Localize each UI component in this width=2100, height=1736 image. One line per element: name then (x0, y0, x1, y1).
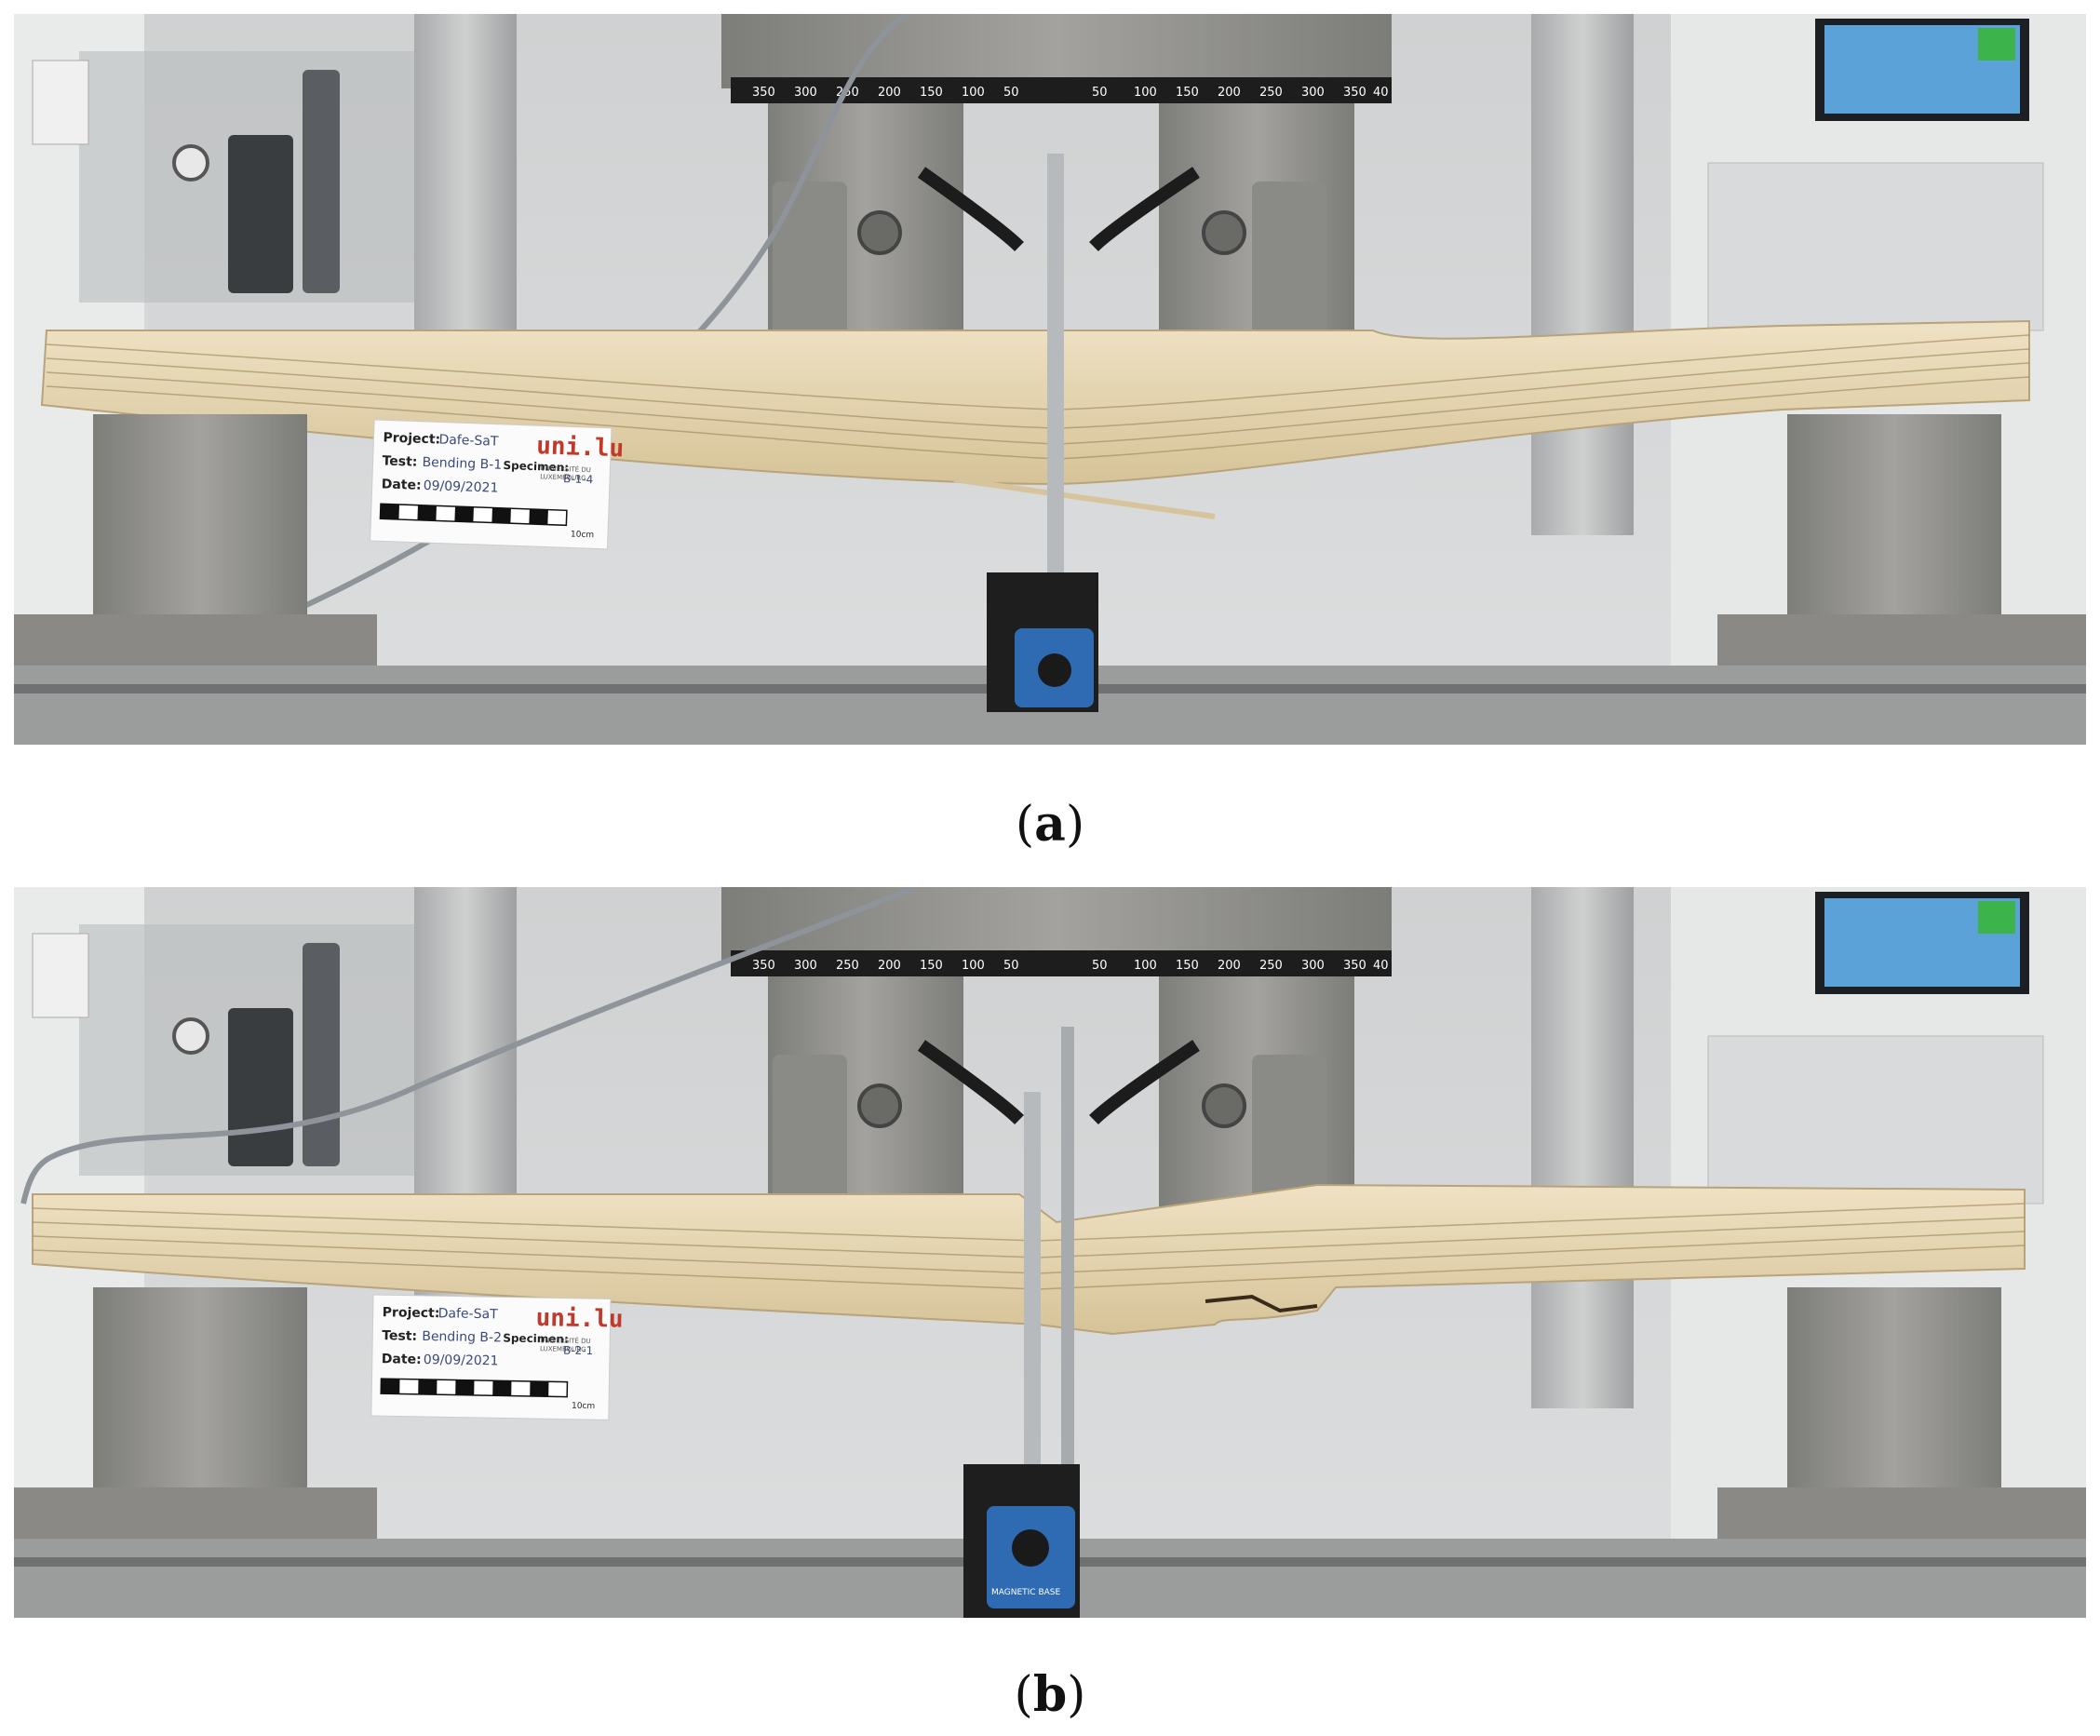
sensor-cable (20, 887, 919, 1204)
specimen-value: B-1-4 (563, 472, 594, 486)
caption-b: (b) (1014, 1666, 1086, 1723)
scale-unit: 10cm (572, 1402, 595, 1411)
scale-tick: 350 (1343, 86, 1366, 100)
bending-test-photo-b: 350 300 250 200 150 100 50 50 100 150 20… (14, 887, 2086, 1618)
scale-bar (380, 1378, 569, 1398)
scale-tick: 50 (1092, 86, 1108, 100)
test-label: Test: (382, 453, 417, 469)
specimen-value: B-2-1 (563, 1344, 593, 1358)
test-value: Bending B-2 (422, 1329, 502, 1345)
specimen-label: Specimen: (503, 459, 569, 474)
scale-tick: 40 (1373, 959, 1389, 973)
test-value: Bending B-1 (422, 455, 502, 473)
photo-panel-b: 350 300 250 200 150 100 50 50 100 150 20… (14, 887, 2086, 1618)
project-label: Project: (383, 1305, 440, 1321)
scale-tick: 250 (836, 959, 859, 973)
caption-a: (a) (1015, 796, 1085, 853)
scale-tick: 100 (962, 959, 985, 973)
uni-lu-logo: uni.lu (536, 432, 625, 463)
scale-tick: 350 (1343, 959, 1366, 973)
logo-subtitle-2: LUXEMBOURG (540, 473, 586, 482)
scale-tick: 200 (878, 86, 901, 100)
scale-tick: 250 (1259, 959, 1283, 973)
scale-tick: 150 (920, 86, 943, 100)
scale-tick: 150 (1176, 959, 1199, 973)
crosshead (721, 14, 1392, 88)
date-label: Date: (382, 1352, 422, 1367)
crosshead-scale (731, 77, 1392, 103)
logo-subtitle-1: UNIVERSITÉ DU (540, 1336, 591, 1345)
scale-unit: 10cm (571, 530, 595, 540)
project-label: Project: (383, 430, 440, 447)
scale-tick: 300 (1301, 959, 1325, 973)
scale-tick: 100 (1134, 959, 1157, 973)
scale-tick: 50 (1003, 959, 1019, 973)
scale-tick: 150 (920, 959, 943, 973)
scale-tick: 50 (1003, 86, 1019, 100)
test-label: Test: (382, 1328, 417, 1344)
scale-tick: 40 (1373, 86, 1389, 100)
scale-tick: 300 (1301, 86, 1325, 100)
scale-tick: 100 (962, 86, 985, 100)
project-value: Dafe-SaT (438, 432, 499, 449)
bending-test-photo-a: 350 300 250 200 150 100 50 50 100 150 20… (14, 14, 2086, 745)
scale-tick: 200 (878, 959, 901, 973)
scale-tick: 300 (794, 959, 817, 973)
scale-tick: 250 (1259, 86, 1283, 100)
fracture-crack (1205, 1294, 1318, 1313)
crosshead (721, 887, 1392, 962)
scale-bar (379, 503, 568, 527)
specimen-label-card: Project: Dafe-SaT Test: Bending B-2 Spec… (370, 1294, 624, 1420)
caption-b-letter: b (1032, 1666, 1068, 1723)
project-value: Dafe-SaT (438, 1306, 499, 1322)
magnetic-base-text: MAGNETIC BASE (991, 1588, 1060, 1597)
scale-tick: 200 (1218, 959, 1241, 973)
gauge-stand-rod (1047, 154, 1064, 693)
specimen-label: Specimen: (503, 1331, 569, 1345)
scale-tick: 150 (1176, 86, 1199, 100)
caption-a-letter: a (1034, 796, 1066, 853)
crosshead-scale (731, 950, 1392, 976)
date-value: 09/09/2021 (423, 478, 498, 496)
logo-subtitle-1: UNIVERSITÉ DU (540, 464, 591, 474)
uni-lu-logo: uni.lu (535, 1304, 623, 1334)
date-value: 09/09/2021 (424, 1352, 499, 1368)
logo-subtitle-2: LUXEMBOURG (540, 1345, 586, 1353)
date-label: Date: (381, 477, 421, 492)
scale-tick: 50 (1092, 959, 1108, 973)
scale-tick: 350 (752, 959, 775, 973)
scale-tick: 300 (794, 86, 817, 100)
specimen-label-card: Project: Dafe-SaT Test: Bending B-1 Spec… (370, 419, 625, 550)
photo-panel-a: 350 300 250 200 150 100 50 50 100 150 20… (14, 14, 2086, 745)
scale-tick: 100 (1134, 86, 1157, 100)
machine-column-right (1531, 14, 1634, 535)
scale-tick: 200 (1218, 86, 1241, 100)
scale-tick: 350 (752, 86, 775, 100)
machine-column-right (1531, 887, 1634, 1408)
